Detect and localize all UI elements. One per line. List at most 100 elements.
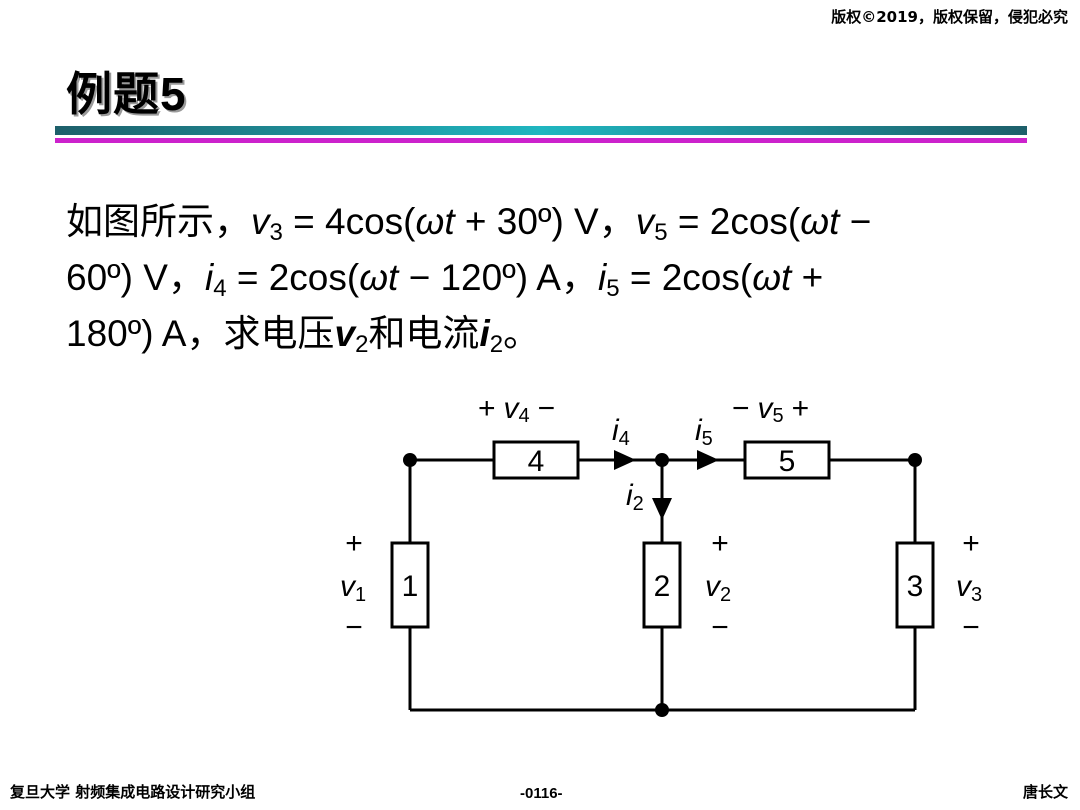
- node-dot: [655, 703, 669, 717]
- i4-var: i: [612, 414, 620, 447]
- svg-text:i5: i5: [695, 414, 713, 450]
- current-arrows: [614, 450, 719, 520]
- text: 如图所示，: [66, 200, 251, 243]
- v3-var: v: [956, 570, 973, 603]
- var-i2: i: [479, 313, 490, 354]
- v2-plus: +: [711, 527, 729, 560]
- problem-statement: 如图所示，v3 = 4cos(ωt + 30º) V，v5 = 2cos(ωt …: [66, 194, 1026, 362]
- v3-minus: −: [962, 611, 980, 644]
- text: 求电压: [223, 312, 335, 355]
- sub-5: 5: [654, 219, 668, 246]
- footer-author: 唐长文: [1022, 783, 1068, 801]
- v2-sub: 2: [720, 584, 731, 606]
- omega-t: ωt: [800, 201, 840, 242]
- svg-text:v1: v1: [340, 570, 366, 606]
- omega-t: ωt: [415, 201, 455, 242]
- svg-text:+v4−: +v4−: [478, 392, 555, 427]
- element-3-box: [895, 541, 935, 629]
- sub-2: 2: [489, 331, 504, 358]
- footer-organization: 复旦大学 射频集成电路设计研究小组: [10, 783, 256, 801]
- title-rule-magenta: [55, 138, 1027, 143]
- footer-page-number: -0116-: [520, 785, 563, 802]
- text: 和电流: [368, 312, 480, 355]
- text: − 120º) A，: [398, 257, 598, 298]
- text: + 30º) V，: [454, 201, 636, 242]
- var-v5: v: [635, 201, 655, 242]
- i5-var: i: [695, 414, 703, 447]
- page-title: 例题5: [66, 58, 187, 124]
- text: = 4cos(: [282, 201, 416, 242]
- problem-line-1: 如图所示，v3 = 4cos(ωt + 30º) V，v5 = 2cos(ωt …: [66, 194, 1026, 250]
- v5-sub: 5: [773, 405, 784, 427]
- circuit-elements: [390, 440, 935, 629]
- i5-sub: 5: [702, 428, 713, 450]
- sub-5: 5: [606, 275, 620, 302]
- text: −: [839, 201, 872, 242]
- svg-text:−v5+: −v5 +: [732, 392, 809, 427]
- text: = 2cos(: [619, 257, 753, 298]
- svg-text:i2: i2: [626, 479, 644, 515]
- v4-plus: +: [478, 392, 496, 425]
- text: = 2cos(: [226, 257, 360, 298]
- omega-t: ωt: [752, 257, 792, 298]
- title-prefix: 例题: [66, 67, 160, 121]
- v4-var: v: [504, 392, 521, 425]
- i4-arrowhead: [614, 450, 636, 470]
- circuit-nodes: [403, 453, 922, 717]
- v5-var: v: [758, 392, 775, 425]
- var-i5: i: [597, 257, 607, 298]
- var-i4: i: [204, 257, 214, 298]
- text: +: [791, 257, 824, 298]
- text: 。: [503, 312, 541, 355]
- v2-var: v: [705, 570, 722, 603]
- v2-minus: −: [711, 611, 729, 644]
- element-2-label: 2: [654, 570, 671, 603]
- node-dot: [908, 453, 922, 467]
- v1-var: v: [340, 570, 357, 603]
- i5-arrowhead: [697, 450, 719, 470]
- node-dot: [403, 453, 417, 467]
- var-v2: v: [334, 313, 356, 354]
- element-4-box: [492, 440, 580, 480]
- v4-minus: −: [538, 392, 556, 425]
- node-dot: [655, 453, 669, 467]
- sub-4: 4: [213, 275, 227, 302]
- element-labels: 4 5 1 2 3: [402, 445, 924, 603]
- svg-text:v3: v3: [956, 570, 982, 606]
- v1-sub: 1: [355, 584, 366, 606]
- problem-line-2: 60º) V，i4 = 2cos(ωt − 120º) A，i5 = 2cos(…: [66, 250, 1026, 306]
- copyright-notice: 版权©2019，版权保留，侵犯必究: [831, 8, 1068, 26]
- element-4-label: 4: [528, 445, 545, 478]
- element-1-box: [390, 541, 430, 629]
- i4-sub: 4: [619, 428, 630, 450]
- v4-sub: 4: [519, 405, 530, 427]
- text: 60º) V，: [66, 257, 205, 298]
- svg-text:v2: v2: [705, 570, 731, 606]
- v5-plus: +: [792, 392, 810, 425]
- element-5-box: [743, 440, 831, 480]
- v1-minus: −: [345, 611, 363, 644]
- sub-3: 3: [269, 219, 283, 246]
- element-1-label: 1: [402, 570, 419, 603]
- sub-2: 2: [355, 331, 369, 358]
- text: 180º) A，: [66, 313, 224, 354]
- text: = 2cos(: [667, 201, 801, 242]
- title-number: 5: [160, 68, 187, 120]
- i2-arrowhead: [652, 498, 672, 520]
- circuit-annotations: +v4− −v5+ i4 i5 i2 + v1 − + v2 − + v3 −: [340, 392, 982, 644]
- v3-plus: +: [962, 527, 980, 560]
- var-v3: v: [251, 201, 270, 242]
- v3-sub: 3: [971, 584, 982, 606]
- element-3-label: 3: [907, 570, 924, 603]
- problem-line-3: 180º) A，求电压v2和电流i2。: [66, 306, 1026, 362]
- v1-plus: +: [345, 527, 363, 560]
- omega-t: ωt: [359, 257, 399, 298]
- title-rule-teal: [55, 126, 1027, 135]
- v5-minus: −: [732, 392, 750, 425]
- i2-var: i: [626, 479, 634, 512]
- element-2-box: [642, 541, 682, 629]
- svg-text:i4: i4: [612, 414, 630, 450]
- element-5-label: 5: [779, 445, 796, 478]
- i2-sub: 2: [633, 493, 644, 515]
